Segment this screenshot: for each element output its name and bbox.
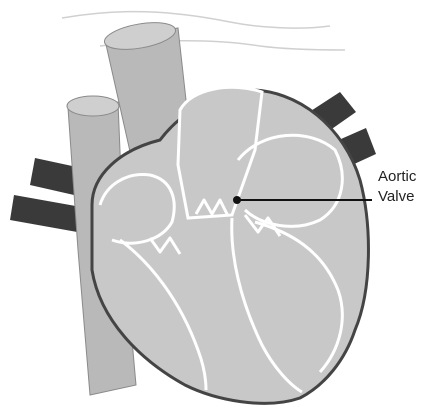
vena-cava-top-opening <box>67 96 119 116</box>
aortic-valve-label-line-2: Valve <box>378 188 414 205</box>
aortic-valve-label-line-1: Aortic <box>378 168 416 185</box>
background-sketch-lines <box>62 12 345 50</box>
sketch-line-top <box>62 12 330 28</box>
pointer-dot <box>233 196 241 204</box>
